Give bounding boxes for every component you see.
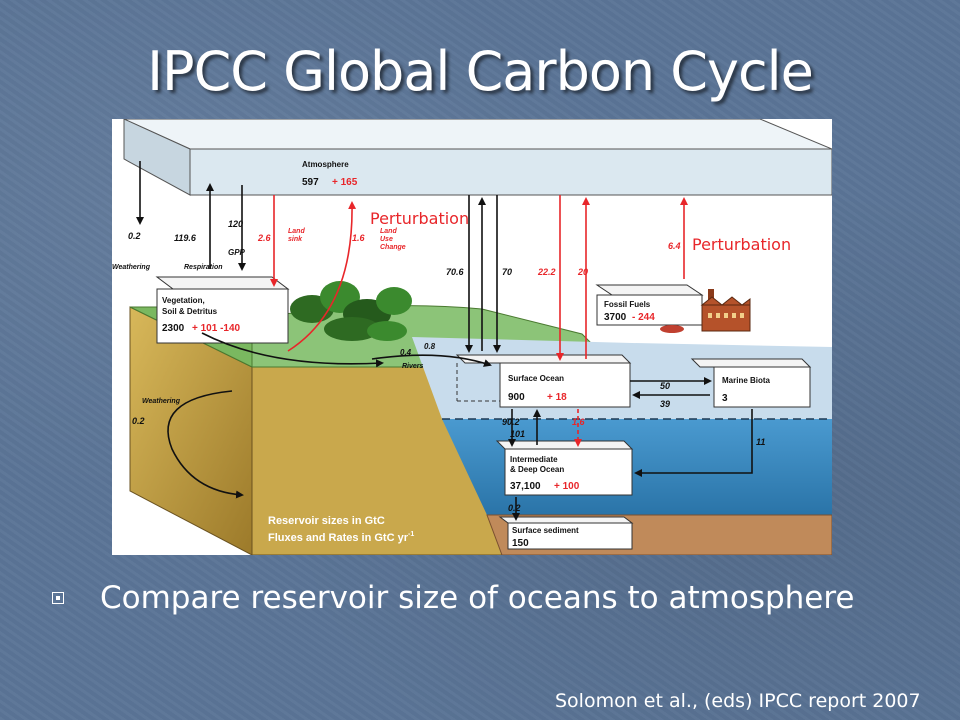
flux-anthro-down: 22.2 (537, 267, 556, 277)
flux-respiration: 119.6 (174, 233, 197, 243)
marine-biota-reservoir: Marine Biota 3 (690, 358, 812, 408)
bullet-text: Compare reservoir size of oceans to atmo… (100, 580, 855, 616)
surface-ocean-label: Surface Ocean (508, 374, 564, 383)
flux-rivers: 0.8 (424, 342, 436, 351)
vegetation-trees (290, 281, 412, 341)
surface-ocean-value: 900 (508, 392, 525, 403)
fossil-fuels-label: Fossil Fuels (604, 300, 651, 309)
biota-sink-arrow (634, 409, 753, 477)
flux-ocean-up: 70.6 (446, 267, 465, 277)
flux-biota-in: 50 (660, 381, 670, 391)
legend-line-1: Reservoir sizes in GtC (268, 515, 385, 527)
flux-weathering-side: 0.2 (132, 416, 145, 426)
fossil-fuels-value: 3700 (604, 312, 627, 323)
flux-fossil: 6.4 (668, 241, 681, 251)
fossil-fuels-reservoir: Fossil Fuels 3700 - 244 (595, 284, 704, 326)
diagram-legend: Reservoir sizes in GtC Fluxes and Rates … (268, 515, 414, 544)
flux-land-sink: 2.6 (257, 233, 272, 243)
vegetation-value: 2300 (162, 323, 185, 334)
vegetation-label-2: Soil & Detritus (162, 307, 218, 316)
label-land-sink-1: Land (288, 228, 305, 235)
flux-deep-down: 90.2 (502, 417, 520, 427)
flux-rivers-land: 0.4 (400, 348, 412, 357)
label-weathering-side: Weathering (142, 398, 181, 405)
deep-ocean-label-2: & Deep Ocean (510, 465, 564, 474)
flux-biota-out: 39 (660, 399, 670, 409)
slide-title: IPCC Global Carbon Cycle (147, 40, 814, 103)
flux-ocean-down: 70 (502, 267, 512, 277)
vegetation-reservoir: Vegetation, Soil & Detritus 2300 + 101 -… (155, 276, 290, 344)
surface-sediment-reservoir: Surface sediment 150 (498, 516, 634, 550)
deep-ocean-perturbation: + 100 (554, 481, 580, 492)
deep-ocean-label-1: Intermediate (510, 455, 558, 464)
deep-ocean-reservoir: Intermediate & Deep Ocean 37,100 + 100 (495, 440, 634, 496)
vegetation-label-1: Vegetation, (162, 296, 205, 305)
vegetation-perturbation: + 101 -140 (192, 323, 241, 334)
surface-ocean-perturbation: + 18 (547, 392, 567, 403)
citation: Solomon et al., (eds) IPCC report 2007 (555, 690, 921, 712)
flux-weathering-top: 0.2 (128, 231, 141, 241)
marine-biota-label: Marine Biota (722, 376, 771, 385)
marine-biota-value: 3 (722, 393, 728, 404)
atmosphere-label: Atmosphere (302, 160, 349, 169)
flux-anthro-up: 20 (577, 267, 588, 277)
perturbation-label-left: Perturbation (370, 209, 469, 228)
atmosphere-reservoir: Atmosphere 597 + 165 (123, 119, 832, 196)
flux-deep-anthro: 1.6 (572, 417, 586, 427)
flux-arrows (136, 161, 753, 521)
land-use-change-arrow (287, 201, 357, 352)
surface-sediment-label: Surface sediment (512, 526, 579, 535)
flux-land-use-change: 1.6 (352, 233, 366, 243)
flux-gpp: 120 (228, 219, 243, 229)
rivers-arrow (371, 354, 492, 367)
deep-ocean-value: 37,100 (510, 481, 541, 492)
weathering-side-arrow (167, 390, 244, 499)
surface-sediment-value: 150 (512, 538, 529, 549)
fossil-fuels-perturbation: - 244 (632, 312, 655, 323)
perturbation-label-right: Perturbation (692, 235, 791, 254)
label-rivers: Rivers (402, 363, 424, 370)
factory-icon (660, 289, 751, 333)
perturbation-arrows (270, 195, 688, 447)
label-luc-1: Land (380, 228, 397, 235)
square-bullet-icon (52, 592, 64, 604)
label-land-sink-2: sink (288, 236, 303, 243)
atmosphere-value: 597 (302, 177, 319, 188)
label-luc-2: Use (380, 236, 393, 243)
legend-line-2: Fluxes and Rates in GtC yr-1 (268, 531, 414, 544)
flux-sediment: 0.2 (508, 503, 521, 513)
flux-biota-sink: 11 (756, 437, 765, 447)
rivers-land-arrow (201, 332, 384, 368)
flux-deep-up: 101 (510, 429, 525, 439)
bullet-point: Compare reservoir size of oceans to atmo… (52, 580, 855, 616)
label-gpp: GPP (228, 248, 246, 257)
atmosphere-perturbation: + 165 (332, 177, 358, 188)
label-luc-3: Change (380, 244, 406, 251)
carbon-cycle-diagram: Atmosphere 597 + 165 Vegetation, Soil & … (112, 119, 832, 555)
label-weathering: Weathering (112, 264, 151, 271)
label-respiration: Respiration (184, 264, 223, 271)
